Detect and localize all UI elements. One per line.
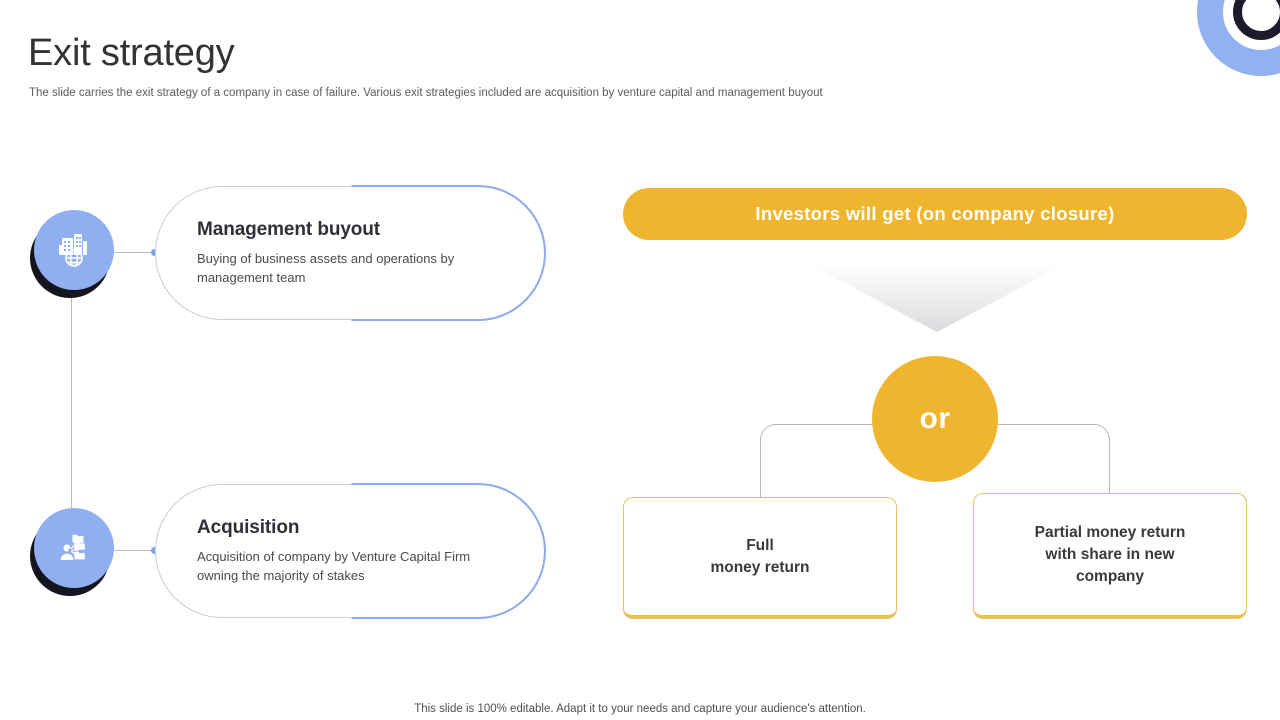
card-description: Acquisition of company by Venture Capita… (197, 549, 471, 583)
icon-badge-acquisition (30, 508, 114, 596)
card-body: Management buyout Buying of business ass… (197, 219, 487, 287)
footer-note: This slide is 100% editable. Adapt it to… (414, 703, 866, 715)
org-network-people-icon (34, 508, 114, 588)
card-accent-arc (351, 185, 546, 321)
icon-badge-management-buyout (30, 210, 114, 298)
investors-banner-label: Investors will get (on company closure) (755, 203, 1115, 224)
connector-line-item-2 (112, 550, 158, 551)
card-description: Buying of business assets and operations… (197, 251, 455, 285)
arrow-down-icon (805, 262, 1069, 332)
vertical-connector-line (71, 252, 72, 549)
office-building-globe-icon (34, 210, 114, 290)
exit-strategy-list: Management buyout Buying of business ass… (0, 0, 600, 720)
outcome-box-full-return[interactable]: Full money return (623, 497, 897, 619)
decorative-ring-inner-icon (1233, 0, 1280, 40)
investors-banner[interactable]: Investors will get (on company closure) (623, 188, 1247, 240)
outcome-box-partial-return[interactable]: Partial money return with share in new c… (973, 493, 1247, 619)
investor-outcome-diagram: Investors will get (on company closure) … (600, 0, 1280, 720)
page-subtitle: The slide carries the exit strategy of a… (29, 87, 823, 99)
card-title: Acquisition (197, 517, 300, 538)
or-badge-label: or (919, 402, 951, 435)
outcome-box-label: Full money return (710, 536, 810, 576)
card-title: Management buyout (197, 219, 381, 240)
page-title: Exit strategy (28, 32, 235, 74)
or-badge: or (872, 356, 998, 482)
card-body: Acquisition Acquisition of company by Ve… (197, 517, 487, 585)
card-accent-arc (351, 483, 546, 619)
strategy-card-management-buyout[interactable]: Management buyout Buying of business ass… (155, 185, 546, 321)
connector-line-item-1 (112, 252, 158, 253)
outcome-box-label: Partial money return with share in new c… (1034, 523, 1186, 585)
strategy-card-acquisition[interactable]: Acquisition Acquisition of company by Ve… (155, 483, 546, 619)
